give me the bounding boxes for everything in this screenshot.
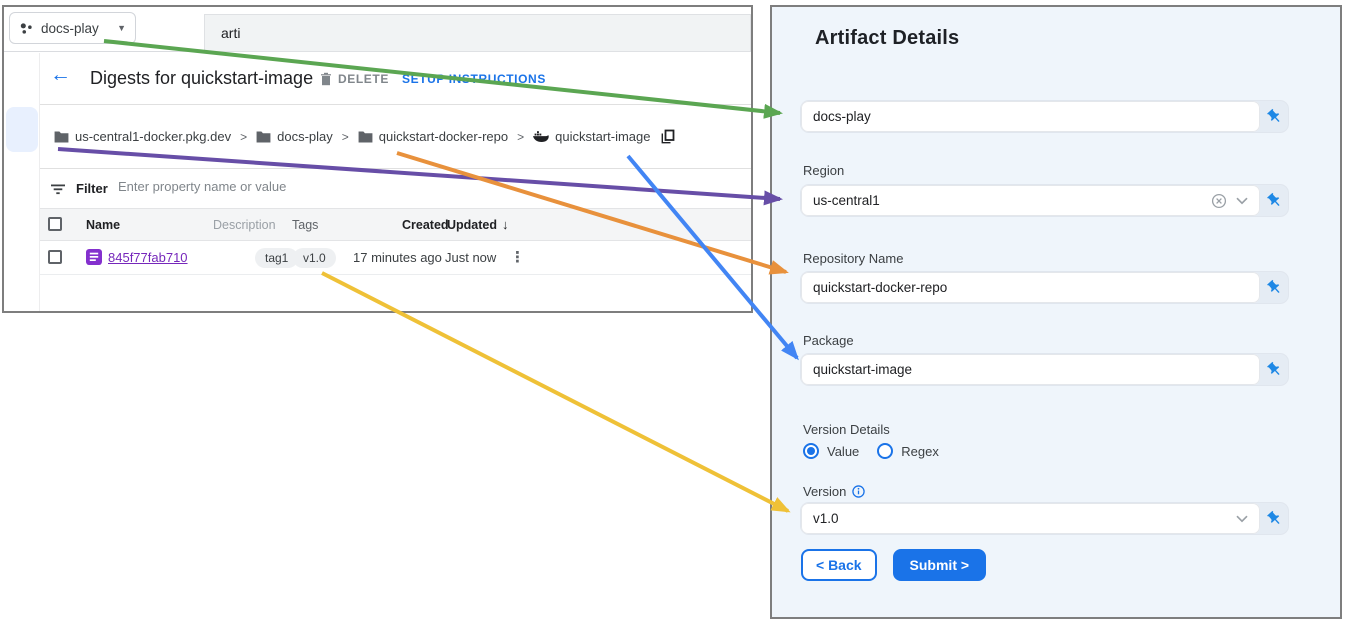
table-header: Name Description Tags Created Updated ↓ [40,208,751,241]
tag-pill[interactable]: v1.0 [293,248,336,268]
breadcrumb-package[interactable]: quickstart-image [533,129,650,144]
column-created[interactable]: Created [402,218,449,232]
nav-gutter [4,53,40,311]
digest-icon [86,249,102,265]
row-checkbox[interactable] [48,250,62,264]
project-icon [19,21,34,36]
breadcrumb-separator: > [517,129,525,144]
column-name[interactable]: Name [86,218,121,232]
breadcrumb-registry[interactable]: us-central1-docker.pkg.dev [54,129,231,144]
repository-label: Repository Name [803,251,904,266]
row-overflow-menu-icon[interactable]: ⋮ [510,249,525,266]
back-button[interactable]: < Back [801,549,877,581]
delete-label: DELETE [338,72,389,86]
radio-regex-label: Regex [901,443,939,459]
folder-icon [54,130,69,143]
filter-input[interactable] [118,179,408,194]
column-tags[interactable]: Tags [292,218,319,232]
search-input[interactable] [221,25,734,41]
created-cell: 17 minutes ago [353,250,442,265]
region-input[interactable] [813,193,1202,208]
radio-value-label: Value [827,443,860,459]
table-row[interactable]: 845f77fab710 tag1 v1.0 17 minutes ago Ju… [40,241,751,275]
clear-icon[interactable] [1211,193,1227,209]
nav-selected-item[interactable] [6,107,38,152]
column-description[interactable]: Description [213,218,276,232]
column-updated[interactable]: Updated [447,218,497,232]
pin-icon[interactable] [1260,503,1288,534]
version-input[interactable] [813,511,1227,526]
delete-button[interactable]: DELETE [320,72,389,86]
folder-icon [256,130,271,143]
package-field [801,354,1288,385]
version-input-box [801,503,1260,534]
setup-instructions-button[interactable]: SETUP INSTRUCTIONS [402,72,546,86]
tag-pill[interactable]: tag1 [255,248,299,268]
package-input[interactable] [813,362,1248,377]
console-topbar: docs-play ▼ [4,7,751,52]
version-details-radios: Value Regex [803,443,939,459]
package-input-box [801,354,1260,385]
version-label-row: Version [803,484,866,499]
panel-title: Artifact Details [815,27,960,49]
back-arrow-icon[interactable]: ← [50,63,71,86]
divider [40,168,751,169]
folder-icon [358,130,373,143]
version-label: Version [803,484,847,499]
project-field [801,101,1288,132]
project-input[interactable] [813,109,1248,124]
chevron-down-icon: ▼ [117,23,126,33]
radio-selected-icon[interactable] [803,443,819,459]
copy-icon[interactable] [661,129,675,144]
trash-icon [320,72,332,86]
setup-instructions-label: SETUP INSTRUCTIONS [402,72,546,86]
chevron-down-icon[interactable] [1236,197,1248,205]
console-window: docs-play ▼ ← Digests for quickstart-ima… [2,5,753,313]
sort-descending-icon[interactable]: ↓ [502,217,509,232]
search-bar [204,14,751,52]
radio-option-value[interactable]: Value [803,443,859,459]
breadcrumb-separator: > [341,129,349,144]
breadcrumb-repository[interactable]: quickstart-docker-repo [358,129,508,144]
select-all-checkbox[interactable] [48,217,62,231]
version-details-label: Version Details [803,422,890,437]
region-field [801,185,1288,216]
panel-buttons: < Back Submit > [801,549,987,581]
submit-button[interactable]: Submit > [892,549,987,581]
divider [40,104,751,105]
repository-input[interactable] [813,280,1248,295]
region-input-box [801,185,1260,216]
project-selector[interactable]: docs-play ▼ [9,12,136,44]
pin-icon[interactable] [1260,354,1288,385]
digest-link[interactable]: 845f77fab710 [108,250,188,265]
pin-icon[interactable] [1260,272,1288,303]
pin-icon[interactable] [1260,101,1288,132]
region-label: Region [803,163,845,178]
radio-option-regex[interactable]: Regex [877,443,939,459]
project-input-box [801,101,1260,132]
breadcrumb: us-central1-docker.pkg.dev > docs-play >… [54,129,675,144]
breadcrumb-project[interactable]: docs-play [256,129,333,144]
page-title: Digests for quickstart-image [90,68,314,88]
package-label: Package [803,333,854,348]
repository-input-box [801,272,1260,303]
filter-icon [51,184,67,195]
artifact-details-panel: Artifact Details Region Repository Name [770,5,1342,619]
repository-field [801,272,1288,303]
version-field [801,503,1288,534]
chevron-down-icon[interactable] [1236,515,1248,523]
radio-unselected-icon[interactable] [877,443,894,459]
docker-whale-icon [533,130,549,143]
breadcrumb-separator: > [240,129,248,144]
updated-cell: Just now [445,250,497,265]
filter-label: Filter [76,181,108,196]
pin-icon[interactable] [1260,185,1288,216]
project-selector-label: docs-play [41,20,99,36]
info-icon[interactable] [852,485,866,498]
